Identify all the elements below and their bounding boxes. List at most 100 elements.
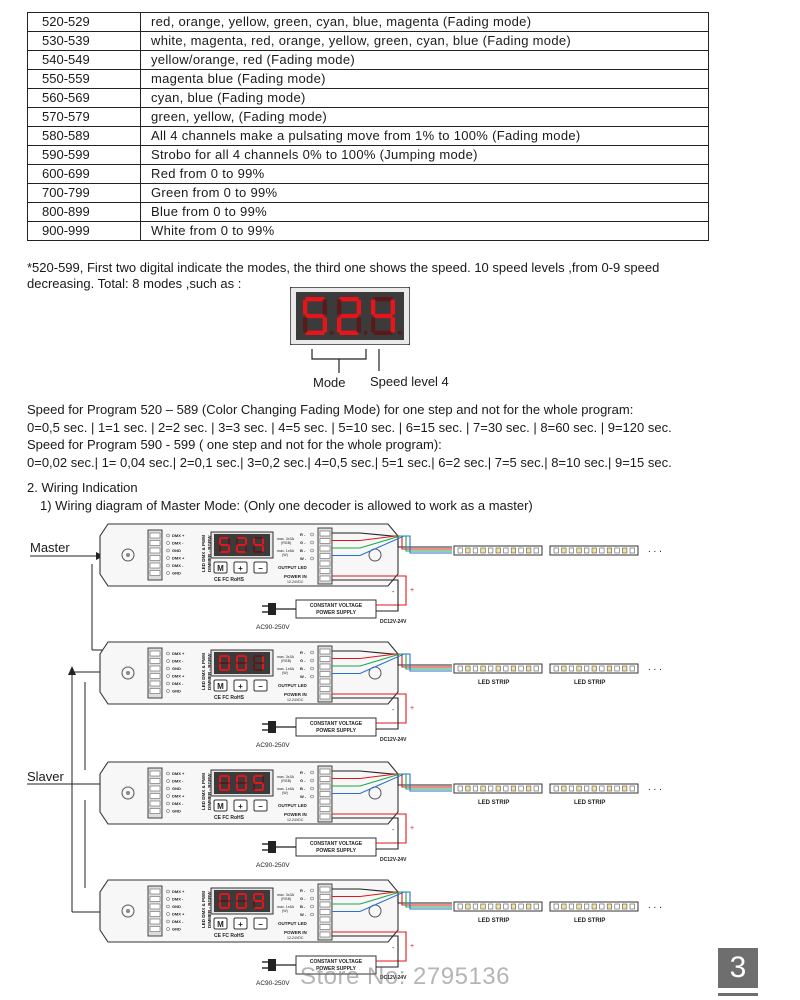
digit-segment xyxy=(228,776,230,783)
digit-segment xyxy=(373,297,393,302)
terminal-dot xyxy=(166,771,170,776)
led-chip xyxy=(518,903,524,910)
led-chip xyxy=(584,785,590,792)
terminal-screw xyxy=(319,553,331,559)
digit-segment xyxy=(236,538,238,545)
digit-segment xyxy=(253,894,255,901)
led-chip xyxy=(472,903,479,910)
led-chip xyxy=(622,903,628,910)
mounting-hole-icon xyxy=(121,548,135,562)
dmx-terminal-label: GND xyxy=(172,809,181,814)
program-description: green, yellow, (Fading mode) xyxy=(140,107,709,127)
output-wire xyxy=(332,773,452,795)
cert-marks: CE FC RoHS xyxy=(214,933,245,939)
terminal-dot xyxy=(166,563,170,568)
dc-voltage-label: DC12V-24V xyxy=(380,975,407,981)
dc-voltage-label: DC12V-24V xyxy=(380,737,407,743)
led-chip xyxy=(510,547,517,554)
output-led-label: OUTPUT LED xyxy=(278,683,307,688)
power-plug-icon xyxy=(268,841,276,853)
led-chip xyxy=(503,785,509,792)
led-chip xyxy=(591,903,597,910)
power-plug-icon xyxy=(268,721,276,733)
terminal-dot xyxy=(166,801,170,806)
terminal-dot xyxy=(166,659,170,663)
seven-segment-digit xyxy=(236,537,247,553)
terminal-dot xyxy=(166,786,170,791)
terminal-dot xyxy=(310,888,314,893)
digit-segment xyxy=(390,299,395,315)
terminal-screw xyxy=(149,547,161,554)
dc-wire-negative xyxy=(332,697,399,730)
led-chip xyxy=(622,547,628,554)
psu-label: CONSTANT VOLTAGE xyxy=(310,841,363,847)
unit-button-label: + xyxy=(238,802,243,811)
mounting-hole-icon xyxy=(126,553,130,557)
led-chip xyxy=(510,903,517,910)
terminal-screw xyxy=(149,650,161,657)
digit-segment xyxy=(253,783,255,790)
terminal-screw xyxy=(319,783,331,790)
led-chip xyxy=(495,785,501,792)
dc-wire-positive xyxy=(332,575,407,606)
power-plug-icon xyxy=(268,603,276,615)
led-chip xyxy=(480,547,486,554)
led-chip xyxy=(510,665,517,672)
digit-segment xyxy=(253,538,255,545)
device-name-line: DIMMER - RGBW xyxy=(207,891,212,928)
led-chip xyxy=(495,665,501,672)
terminal-screw xyxy=(319,530,331,537)
max-current-label: max. 3x3A xyxy=(277,537,295,541)
digit-segment xyxy=(254,775,263,777)
led-chip xyxy=(480,785,486,792)
psu-label: CONSTANT VOLTAGE xyxy=(310,721,363,727)
output-terminal-label: G - xyxy=(300,778,306,783)
digit-segment xyxy=(219,656,221,663)
digit-segment xyxy=(337,299,342,315)
terminal-dot xyxy=(310,548,314,553)
output-terminal-label: R - xyxy=(300,650,306,655)
program-description: All 4 channels make a pulsating move fro… xyxy=(140,126,709,146)
digit-segment xyxy=(228,783,230,790)
digit-segment xyxy=(228,663,230,670)
unit-button-label: M xyxy=(217,920,224,929)
digit-segment xyxy=(220,775,229,777)
digit-segment xyxy=(305,297,325,302)
program-description: magenta blue (Fading mode) xyxy=(140,69,709,89)
terminal-screw xyxy=(319,686,331,692)
terminal-dot xyxy=(166,533,170,538)
arrow-up-icon xyxy=(68,666,76,675)
led-chip xyxy=(533,665,539,672)
terminal-screw xyxy=(319,806,331,812)
unit-button-label: M xyxy=(217,802,224,811)
output-terminal-label: G - xyxy=(300,540,306,545)
terminal-screw xyxy=(319,924,331,930)
terminal-screw xyxy=(149,926,161,932)
max-current-label: (RGB) xyxy=(281,659,291,663)
dc-wire-positive xyxy=(332,931,407,962)
digit-segment xyxy=(220,782,229,784)
digit-segment xyxy=(236,901,238,908)
wiring-section-title: 2. Wiring Indication xyxy=(27,480,138,495)
terminal-screw xyxy=(319,693,331,700)
dmx-terminal-label: DMX - xyxy=(172,563,184,568)
slaver-label: Slaver xyxy=(27,769,64,784)
terminal-dot xyxy=(310,794,314,799)
led-chip xyxy=(495,903,501,910)
program-description: white, magenta, red, orange, yellow, gre… xyxy=(140,31,709,51)
wiring-subtitle: 1) Wiring diagram of Master Mode: (Only … xyxy=(40,498,533,513)
led-chip xyxy=(568,665,575,672)
digit-segment xyxy=(322,317,327,333)
led-chip xyxy=(584,547,590,554)
terminal-dot xyxy=(310,556,314,561)
unit-button-label: + xyxy=(238,682,243,691)
terminal-screw xyxy=(149,658,161,664)
seven-segment-digit xyxy=(219,893,230,909)
dmx-terminal-label: DMX + xyxy=(172,533,185,538)
digit-segment xyxy=(373,330,393,335)
terminal-dot xyxy=(310,540,314,545)
